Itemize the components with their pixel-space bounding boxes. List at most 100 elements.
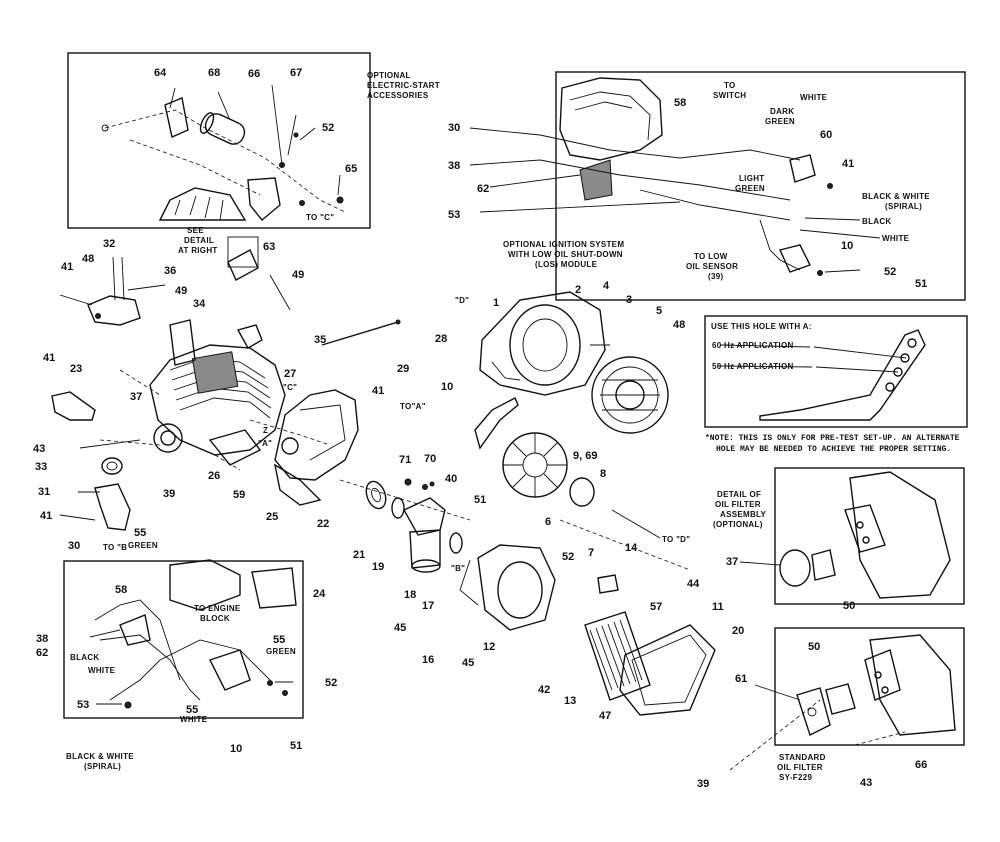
lower-wiring-drawing (94, 559, 297, 709)
part-number: 30 (448, 122, 460, 134)
part-number: 10 (841, 240, 853, 252)
part-number: 41 (40, 510, 52, 522)
part-number: 47 (599, 710, 611, 722)
part-number: 52 (562, 551, 574, 563)
part-number: 52 (884, 266, 896, 278)
part-number: 12 (483, 641, 495, 653)
part-number: 68 (208, 67, 220, 79)
detail-oil-caption: (OPTIONAL) (713, 520, 763, 529)
use-hole-caption: USE THIS HOLE WITH A: (711, 322, 812, 331)
part-number: 23 (70, 363, 82, 375)
part-number: 50 (843, 600, 855, 612)
part-number: 36 (164, 265, 176, 277)
part-number: 53 (77, 699, 89, 711)
black-right-label: BLACK (862, 217, 892, 226)
part-number: 25 (266, 511, 278, 523)
part-number: 41 (842, 158, 854, 170)
part-number: 27 (284, 368, 296, 380)
white-55-label: 55 (186, 704, 198, 716)
z-mark-label: Z (263, 426, 268, 435)
part-number: 26 (208, 470, 220, 482)
light-green-label: LIGHT (739, 174, 765, 183)
part-number: 40 (445, 473, 457, 485)
green-55-label: GREEN (266, 647, 296, 656)
electric-start-inset-box (67, 52, 371, 229)
oil-filter-detail-inset-box (774, 467, 965, 605)
to-engine-block-label: TO ENGINE (194, 604, 241, 613)
electric-start-caption: ELECTRIC-START (367, 81, 440, 90)
part-number: 10 (441, 381, 453, 393)
standard-oil-filter-inset-box (774, 627, 965, 746)
part-number: 17 (422, 600, 434, 612)
part-number: 62 (477, 183, 489, 195)
bw-spiral-top-label: BLACK & WHITE (862, 192, 930, 201)
ignition-caption: WITH LOW OIL SHUT-DOWN (508, 250, 623, 259)
part-number: 63 (263, 241, 275, 253)
hole-selection-inset-box (704, 315, 968, 428)
part-number: 64 (154, 67, 167, 79)
part-number: 33 (35, 461, 47, 473)
part-number: 41 (43, 352, 55, 364)
part-number: 7 (588, 547, 594, 559)
part-number: 52 (322, 122, 334, 134)
bw-spiral-lower-label: (SPIRAL) (84, 762, 121, 771)
part-number: 60 (820, 129, 832, 141)
part-number: 38 (448, 160, 460, 172)
black-lower-label: BLACK (70, 653, 100, 662)
part-number: 52 (325, 677, 337, 689)
detail-oil-caption: OIL FILTER (715, 500, 761, 509)
to-c-top-label: TO "C" (306, 213, 334, 222)
part-number: 20 (732, 625, 744, 637)
hz50-caption: 50 Hz APPLICATION (712, 362, 794, 371)
part-number: 65 (345, 163, 357, 175)
part-number: 9, 69 (573, 450, 597, 462)
part-number: 4 (603, 280, 610, 292)
part-number: 58 (115, 584, 127, 596)
part-number: 45 (462, 657, 474, 669)
part-number: 50 (808, 641, 820, 653)
to-d-label: TO "D" (662, 535, 690, 544)
green-55-label: GREEN (128, 541, 158, 550)
part-number: 67 (290, 67, 302, 79)
part-number: 14 (625, 542, 638, 554)
to-b-label: TO "B (103, 543, 127, 552)
c-mark-label: "C" (283, 383, 297, 392)
part-number: 53 (448, 209, 460, 221)
part-number: 13 (564, 695, 576, 707)
bw-spiral-lower-label: BLACK & WHITE (66, 752, 134, 761)
part-number: 48 (82, 253, 94, 265)
part-number: 59 (233, 489, 245, 501)
electric-start-caption: ACCESSORIES (367, 91, 429, 100)
part-number: 39 (163, 488, 175, 500)
part-number: 48 (673, 319, 685, 331)
white-top-label: WHITE (800, 93, 828, 102)
part-number: 45 (394, 622, 406, 634)
dark-green-label: GREEN (765, 117, 795, 126)
part-number: 5 (656, 305, 662, 317)
part-number: 51 (290, 740, 302, 752)
part-number: 21 (353, 549, 365, 561)
see-detail-caption: DETAIL (184, 236, 214, 245)
part-number: 24 (313, 588, 326, 600)
ignition-caption: OPTIONAL IGNITION SYSTEM (503, 240, 624, 249)
part-number: 51 (915, 278, 927, 290)
white-55-label: WHITE (180, 715, 208, 724)
to-engine-block-label: BLOCK (200, 614, 230, 623)
note-caption: *NOTE: THIS IS ONLY FOR PRE-TEST SET-UP.… (705, 434, 960, 443)
part-number: 44 (687, 578, 700, 590)
part-number: 38 (36, 633, 48, 645)
part-number: 66 (915, 759, 927, 771)
b-mark-label: "B" (451, 564, 465, 573)
part-number-labels: 64 68 66 67 52 65 63 32 48 41 49 34 36 4… (33, 67, 927, 790)
hz60-caption: 60 Hz APPLICATION (712, 341, 794, 350)
a-mark-label: "A" (258, 439, 272, 448)
part-number: 43 (860, 777, 872, 789)
part-number: 61 (735, 673, 747, 685)
part-number: 62 (36, 647, 48, 659)
part-number: 49 (175, 285, 187, 297)
part-number: 28 (435, 333, 447, 345)
white-right-label: WHITE (882, 234, 910, 243)
bw-spiral-top-label: (SPIRAL) (885, 202, 922, 211)
part-number: 3 (626, 294, 632, 306)
dark-green-label: DARK (770, 107, 794, 116)
